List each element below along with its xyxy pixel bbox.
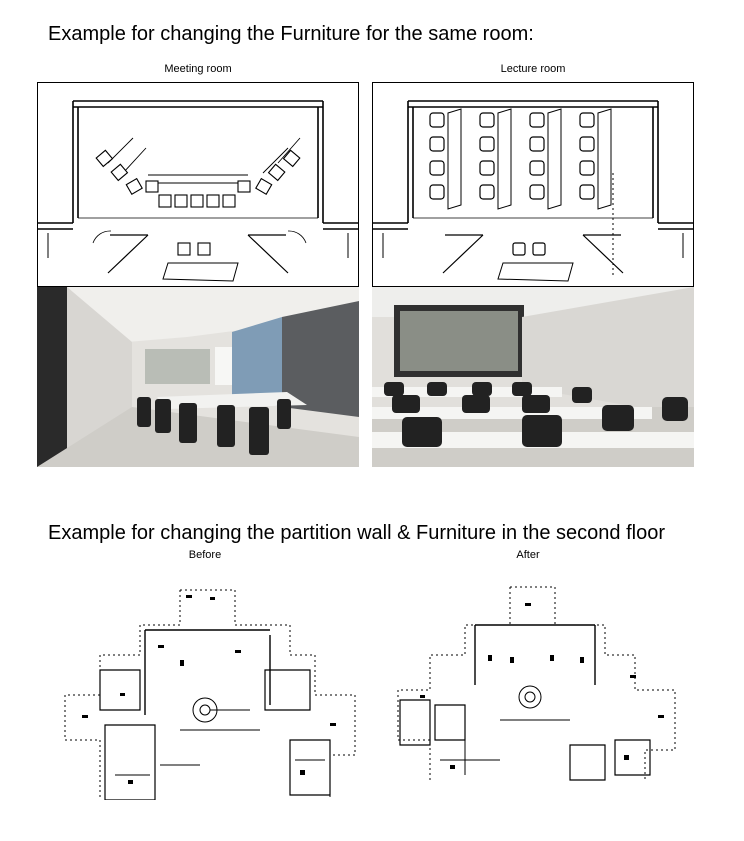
lecture-room-caption: Lecture room [500, 63, 566, 75]
before-floor-plan [60, 575, 360, 800]
meeting-room-rendering [37, 287, 359, 467]
meeting-room-floor-plan [37, 82, 359, 287]
after-caption: After [516, 549, 540, 561]
lecture-room-rendering [372, 287, 694, 467]
meeting-room-caption: Meeting room [164, 63, 232, 75]
before-caption: Before [188, 549, 222, 561]
lecture-room-floor-plan [372, 82, 694, 287]
section1-heading: Example for changing the Furniture for t… [48, 23, 534, 45]
after-floor-plan [390, 575, 690, 790]
section2-heading: Example for changing the partition wall … [48, 522, 666, 544]
